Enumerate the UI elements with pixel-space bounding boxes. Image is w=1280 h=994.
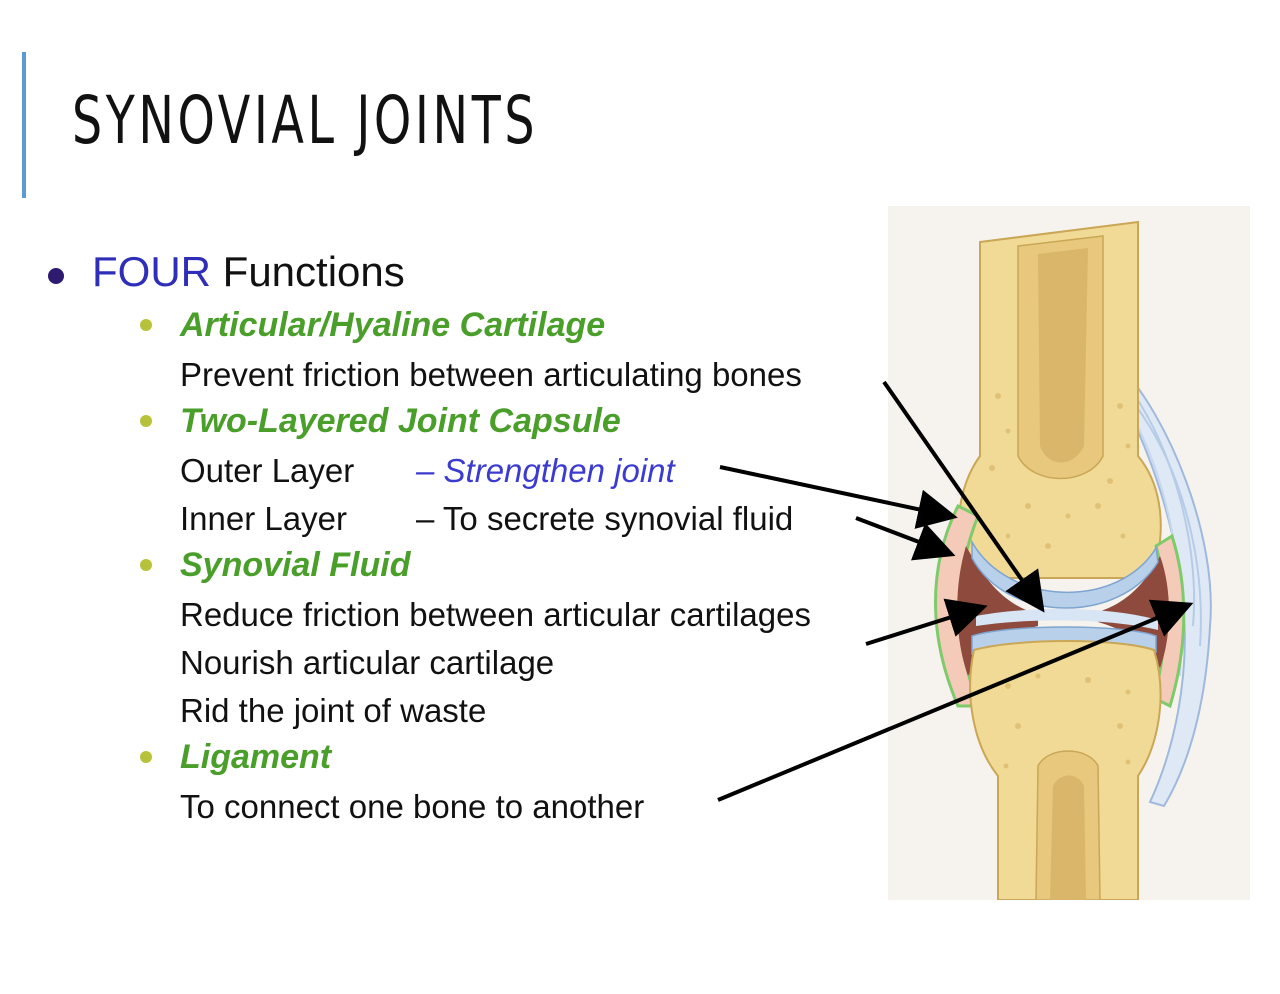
slide-title: SYNOVIAL JOINTS xyxy=(72,82,539,159)
layer-label: Outer Layer xyxy=(180,452,355,489)
outer-layer-row: Outer Layer – Strengthen joint xyxy=(180,452,675,490)
function-heading: Two-Layered Joint Capsule xyxy=(180,402,621,440)
function-heading: Ligament xyxy=(180,738,332,776)
main-bullet-dot xyxy=(48,268,64,284)
synovial-joint-diagram xyxy=(888,206,1250,901)
main-bullet: FOUR Functions xyxy=(48,248,405,296)
function-heading: Synovial Fluid xyxy=(180,546,411,584)
function-description: Prevent friction between articulating bo… xyxy=(180,356,802,393)
function-description: Rid the joint of waste xyxy=(180,692,487,729)
function-ligament: Ligament xyxy=(140,738,331,777)
function-synovial-fluid: Synovial Fluid xyxy=(140,546,410,585)
function-description: Nourish articular cartilage xyxy=(180,644,555,681)
function-description: Reduce friction between articular cartil… xyxy=(180,596,811,633)
four-emphasis: FOUR xyxy=(92,248,211,295)
sub-bullet-dot xyxy=(140,559,152,571)
joint-illustration xyxy=(934,220,1212,901)
function-articular-cartilage: Articular/Hyaline Cartilage xyxy=(140,306,605,345)
function-joint-capsule: Two-Layered Joint Capsule xyxy=(140,402,621,441)
function-description: To connect one bone to another xyxy=(180,788,645,825)
function-heading: Articular/Hyaline Cartilage xyxy=(180,306,606,344)
sub-bullet-dot xyxy=(140,319,152,331)
sub-bullet-dot xyxy=(140,751,152,763)
title-accent-bar xyxy=(22,52,26,198)
layer-description: – Strengthen joint xyxy=(416,452,675,489)
functions-label: Functions xyxy=(222,248,405,295)
layer-label: Inner Layer xyxy=(180,500,347,537)
inner-layer-row: Inner Layer – To secrete synovial fluid xyxy=(180,500,793,538)
sub-bullet-dot xyxy=(140,415,152,427)
layer-description: – To secrete synovial fluid xyxy=(416,500,794,537)
main-bullet-text: FOUR Functions xyxy=(92,248,405,295)
